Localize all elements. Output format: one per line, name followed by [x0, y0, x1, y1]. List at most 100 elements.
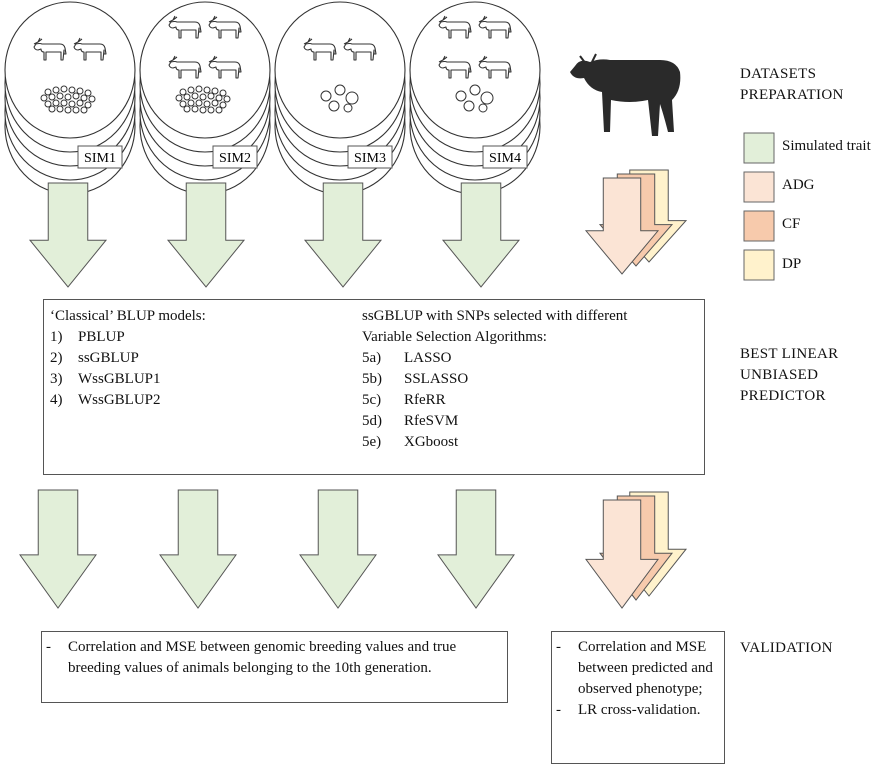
- sim-label: SIM4: [489, 151, 521, 166]
- stack-disk-top: [4, 1, 136, 139]
- model-name: WssGBLUP1: [78, 371, 161, 387]
- list-item: - Correlation and MSE between genomic br…: [42, 632, 507, 679]
- legend-label-cf: CF: [782, 216, 801, 232]
- dot: [80, 94, 88, 102]
- stack-disk-top: [139, 1, 271, 139]
- dot: [328, 100, 340, 112]
- simulation-stack: SIM2: [139, 1, 271, 195]
- dot: [191, 105, 199, 113]
- dot: [320, 90, 332, 102]
- validation-simulated-box: - Correlation and MSE between genomic br…: [41, 631, 508, 703]
- green-arrow: [303, 182, 383, 288]
- algorithm-name: RfeSVM: [404, 413, 459, 429]
- dot: [469, 84, 481, 96]
- green-arrow: [28, 182, 108, 288]
- dot: [72, 92, 80, 100]
- list-item: 5e)XGboost: [362, 432, 702, 453]
- dot: [52, 99, 60, 107]
- dot: [219, 101, 227, 109]
- dot: [68, 86, 76, 94]
- sim-label: SIM1: [84, 151, 116, 166]
- section-line: VALIDATION: [740, 640, 833, 656]
- section-line: UNBIASED: [740, 367, 819, 383]
- simulation-stack: SIM4: [409, 1, 541, 195]
- dot: [187, 99, 195, 107]
- genotype-dots: [40, 85, 96, 114]
- adg-arrow: [585, 499, 659, 609]
- dot: [72, 106, 80, 114]
- adg-arrow: [584, 177, 660, 275]
- green-arrow: [437, 489, 515, 609]
- dot: [175, 94, 183, 102]
- green-arrow: [166, 182, 246, 288]
- dot: [179, 100, 187, 108]
- section-validation: VALIDATION: [740, 638, 833, 659]
- dot: [207, 92, 215, 100]
- dot: [64, 93, 72, 101]
- section-line: PREPARATION: [740, 87, 844, 103]
- genotype-dots: [320, 84, 359, 113]
- blup-models-box: ‘Classical’ BLUP models: 1)PBLUP 2)ssGBL…: [43, 299, 705, 475]
- section-line: DATASETS: [740, 66, 817, 82]
- model-name: WssGBLUP2: [78, 392, 161, 408]
- trait-arrow-group: [585, 491, 688, 609]
- item-number: 1): [50, 329, 63, 345]
- legend-swatch: [743, 249, 775, 281]
- dot: [334, 84, 346, 96]
- legend-label-adg: ADG: [782, 177, 815, 193]
- sim-label-box: [347, 145, 393, 169]
- dot: [215, 106, 223, 114]
- sim-label-box: [212, 145, 258, 169]
- dot: [219, 89, 227, 97]
- classical-blup-title: ‘Classical’ BLUP models:: [50, 308, 206, 324]
- bull-image: [570, 53, 681, 137]
- legend-swatch: [743, 210, 775, 242]
- dot: [64, 106, 72, 114]
- dot: [179, 88, 187, 96]
- bullet-dash: -: [46, 639, 51, 655]
- genotype-dots: [455, 84, 494, 113]
- item-number: 5c): [362, 392, 382, 408]
- dot: [80, 106, 88, 114]
- dot: [48, 105, 56, 113]
- dot: [215, 94, 223, 102]
- algorithm-name: LASSO: [404, 350, 452, 366]
- sim-label-box: [77, 145, 123, 169]
- variable-selection-title-1: ssGBLUP with SNPs selected with differen…: [362, 308, 628, 324]
- green-arrow: [19, 489, 97, 609]
- item-number: 5e): [362, 434, 382, 450]
- genotype-dots: [175, 85, 231, 114]
- algorithm-name: RfeRR: [404, 392, 446, 408]
- stack-disk-top: [274, 1, 406, 139]
- trait-arrow-group: [584, 169, 688, 275]
- dot: [76, 99, 84, 107]
- dot: [199, 106, 207, 114]
- legend: [743, 132, 775, 281]
- dot: [183, 105, 191, 113]
- item-number: 5d): [362, 413, 382, 429]
- dot: [56, 92, 64, 100]
- dot: [84, 89, 92, 97]
- dot: [211, 87, 219, 95]
- dot: [199, 93, 207, 101]
- model-name: ssGBLUP: [78, 350, 139, 366]
- variable-selection-title-2: Variable Selection Algorithms:: [362, 329, 547, 345]
- dot: [463, 100, 475, 112]
- legend-swatch: [743, 171, 775, 203]
- trait-arrows: [584, 169, 688, 609]
- bullet-dash: -: [556, 639, 561, 655]
- list-item: 5d) RfeSVM: [362, 411, 702, 432]
- validation-text: Correlation and MSE between genomic bree…: [68, 639, 457, 676]
- variable-selection-column: ssGBLUP with SNPs selected with differen…: [362, 306, 702, 453]
- dot: [44, 100, 52, 108]
- classical-blup-column: ‘Classical’ BLUP models: 1)PBLUP 2)ssGBL…: [50, 306, 206, 411]
- list-item: - LR cross-validation.: [552, 700, 724, 721]
- algorithm-name: SSLASSO: [404, 371, 469, 387]
- validation-text: LR cross-validation.: [578, 702, 701, 718]
- dot: [345, 91, 359, 105]
- green-arrow: [299, 489, 377, 609]
- section-datasets-preparation: DATASETS PREPARATION: [740, 64, 844, 106]
- item-number: 5a): [362, 350, 382, 366]
